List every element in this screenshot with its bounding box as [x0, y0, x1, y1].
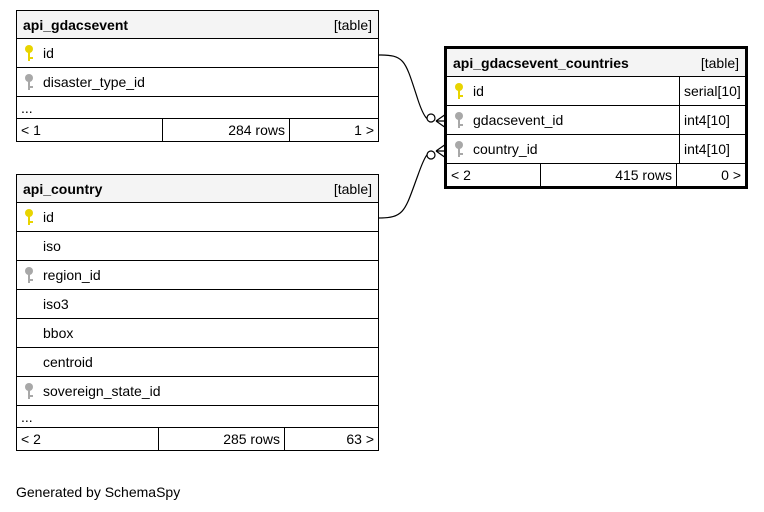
relation-country-to-countries: [378, 150, 433, 219]
column-name: id: [473, 83, 484, 99]
child-count: 0 >: [721, 167, 741, 183]
foreign-key-icon: [455, 112, 463, 128]
table-header: api_country [table]: [17, 175, 378, 203]
column-name: bbox: [43, 325, 74, 341]
column-type: serial[10]: [679, 77, 745, 105]
table-footer: < 1 284 rows 1 >: [17, 119, 378, 141]
table-kind: [table]: [333, 180, 372, 197]
column-row: country_id int4[10]: [447, 135, 745, 164]
parent-count: < 1: [17, 119, 163, 141]
table-api-country: api_country [table] id iso region_id iso…: [16, 174, 379, 451]
column-row: region_id: [17, 261, 378, 290]
relation-crowfoot-circle-1: [426, 113, 436, 123]
column-type: int4[10]: [679, 106, 745, 134]
child-count: 1 >: [354, 122, 374, 138]
primary-key-icon: [455, 83, 463, 99]
column-row: id: [17, 203, 378, 232]
table-name: api_country: [23, 180, 103, 197]
row-count: 284 rows: [163, 119, 290, 141]
foreign-key-icon: [25, 267, 33, 283]
table-kind: [table]: [700, 54, 739, 71]
column-row: iso3: [17, 290, 378, 319]
table-header: api_gdacsevent [table]: [17, 11, 378, 39]
relation-crowfoot-circle-2: [426, 150, 436, 160]
column-name: region_id: [43, 267, 101, 283]
column-row: centroid: [17, 348, 378, 377]
table-footer: < 2 415 rows 0 >: [447, 164, 745, 186]
column-name: sovereign_state_id: [43, 383, 161, 399]
column-row: gdacsevent_id int4[10]: [447, 106, 745, 135]
column-name: iso3: [43, 296, 69, 312]
relation-gdacsevent-to-countries: [378, 54, 433, 122]
column-row: disaster_type_id: [17, 68, 378, 97]
column-name: id: [43, 45, 54, 61]
column-name: centroid: [43, 354, 93, 370]
column-name: id: [43, 209, 54, 225]
row-count: 415 rows: [541, 164, 677, 186]
column-row: sovereign_state_id: [17, 377, 378, 406]
table-api-gdacsevent: api_gdacsevent [table] id disaster_type_…: [16, 10, 379, 142]
column-name: disaster_type_id: [43, 74, 145, 90]
more-columns: ...: [17, 406, 378, 428]
column-row: id serial[10]: [447, 77, 745, 106]
column-name: country_id: [473, 141, 538, 157]
foreign-key-icon: [25, 383, 33, 399]
table-footer: < 2 285 rows 63 >: [17, 428, 378, 450]
generated-by-label: Generated by SchemaSpy: [16, 484, 181, 500]
column-type: int4[10]: [679, 135, 745, 163]
parent-count: < 2: [447, 164, 541, 186]
column-name: iso: [43, 238, 61, 254]
column-row: id: [17, 39, 378, 68]
table-name: api_gdacsevent: [23, 16, 129, 33]
row-count: 285 rows: [159, 428, 285, 450]
table-api-gdacsevent-countries: api_gdacsevent_countries [table] id seri…: [444, 46, 748, 189]
foreign-key-icon: [455, 141, 463, 157]
column-row: iso: [17, 232, 378, 261]
column-name: gdacsevent_id: [473, 112, 564, 128]
parent-count: < 2: [17, 428, 159, 450]
table-header: api_gdacsevent_countries [table]: [447, 49, 745, 77]
primary-key-icon: [25, 209, 33, 225]
more-columns: ...: [17, 97, 378, 119]
primary-key-icon: [25, 45, 33, 61]
foreign-key-icon: [25, 74, 33, 90]
child-count: 63 >: [346, 431, 374, 447]
table-name: api_gdacsevent_countries: [453, 54, 629, 71]
column-row: bbox: [17, 319, 378, 348]
table-kind: [table]: [333, 16, 372, 33]
